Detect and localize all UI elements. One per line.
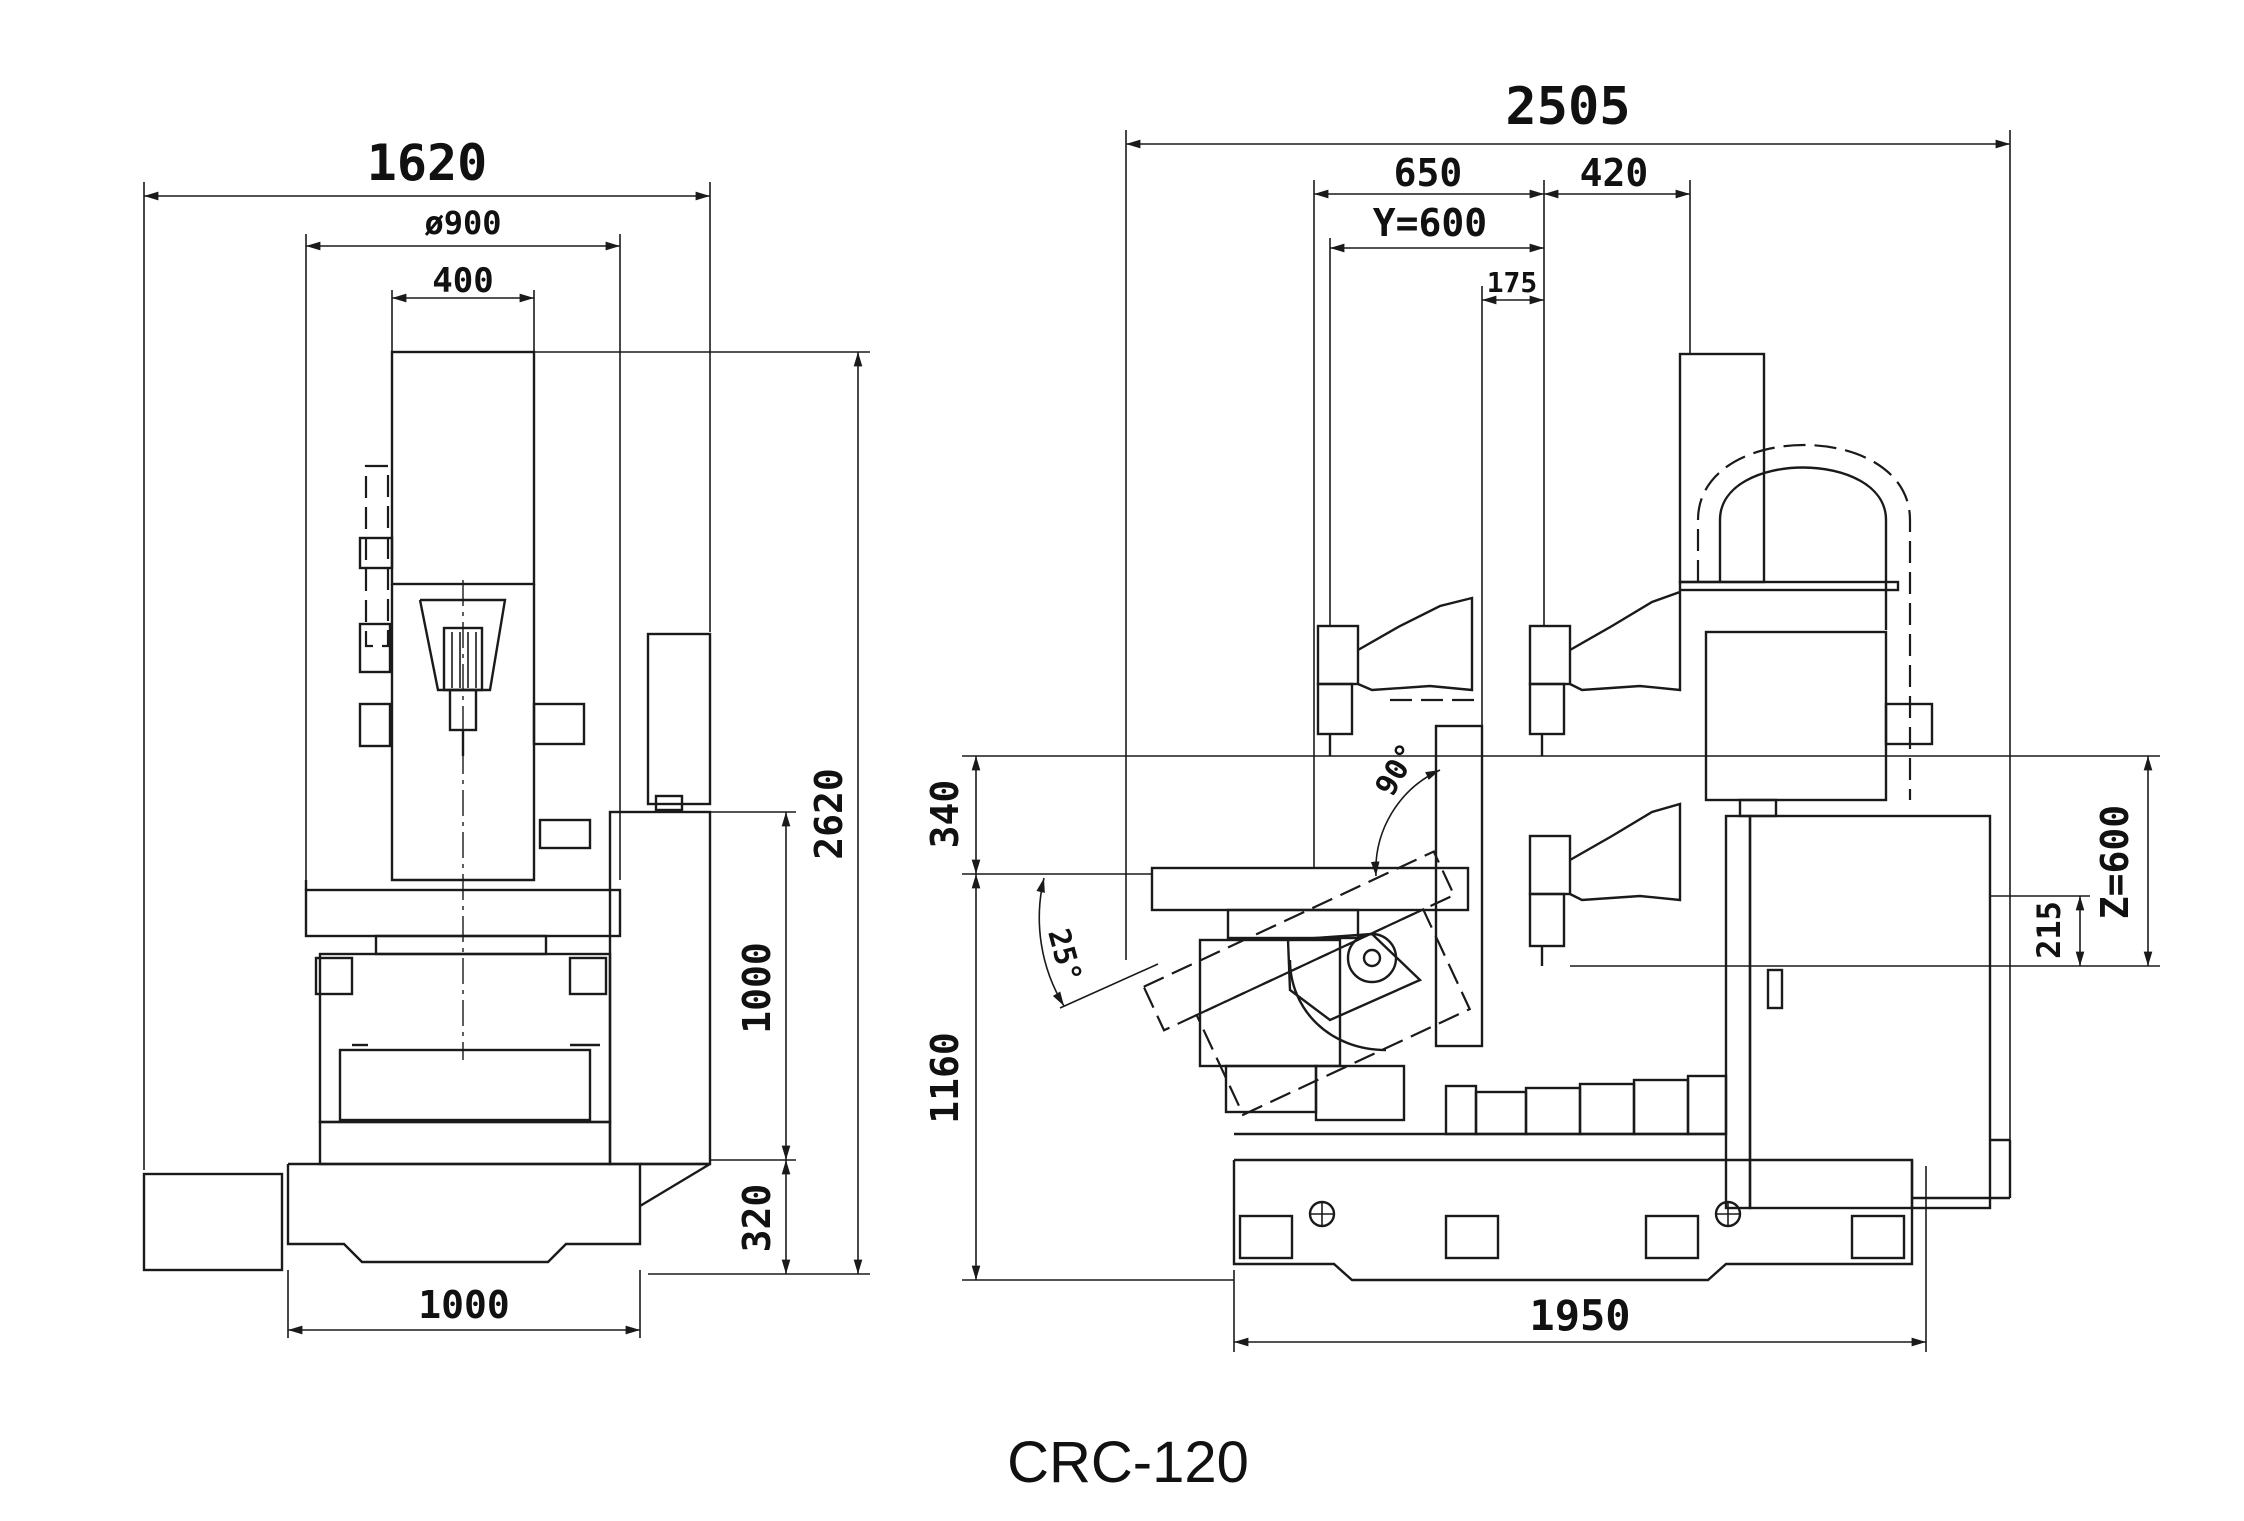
dim-column-width: 400 <box>432 261 493 301</box>
dim-1160: 1160 <box>923 1032 967 1124</box>
spindle-head-low <box>1528 802 1682 966</box>
model-title: CRC-120 <box>1007 1430 1249 1495</box>
dim-z-travel: Z=600 <box>2093 805 2137 919</box>
dim-overall-length: 2505 <box>1505 77 1630 137</box>
dim-base-length: 1950 <box>1529 1291 1630 1340</box>
dim-y-travel: Y=600 <box>1373 201 1487 245</box>
dim-base-height: 320 <box>735 1184 779 1253</box>
dim-tilt-90: 90° <box>1369 738 1426 802</box>
dim-overall-width: 1620 <box>367 134 487 192</box>
dim-175: 175 <box>1487 266 1538 299</box>
spindle-head-front <box>1316 596 1474 756</box>
dim-table-diameter: ø900 <box>424 204 501 242</box>
side-view: 90° 25° 2505 <box>923 77 2160 1352</box>
dim-420: 420 <box>1580 151 1649 195</box>
dim-table-height: 1000 <box>735 942 779 1034</box>
dim-tilt-25: 25° <box>1040 925 1088 986</box>
dim-340: 340 <box>923 780 967 849</box>
dim-215: 215 <box>2030 901 2068 959</box>
dim-base-width: 1000 <box>418 1283 510 1327</box>
front-view: 1620 ø900 400 1000 2620 1000 320 <box>142 134 870 1338</box>
dim-650: 650 <box>1394 151 1463 195</box>
spindle-head-rear <box>1528 590 1682 756</box>
dim-overall-height: 2620 <box>807 768 851 860</box>
